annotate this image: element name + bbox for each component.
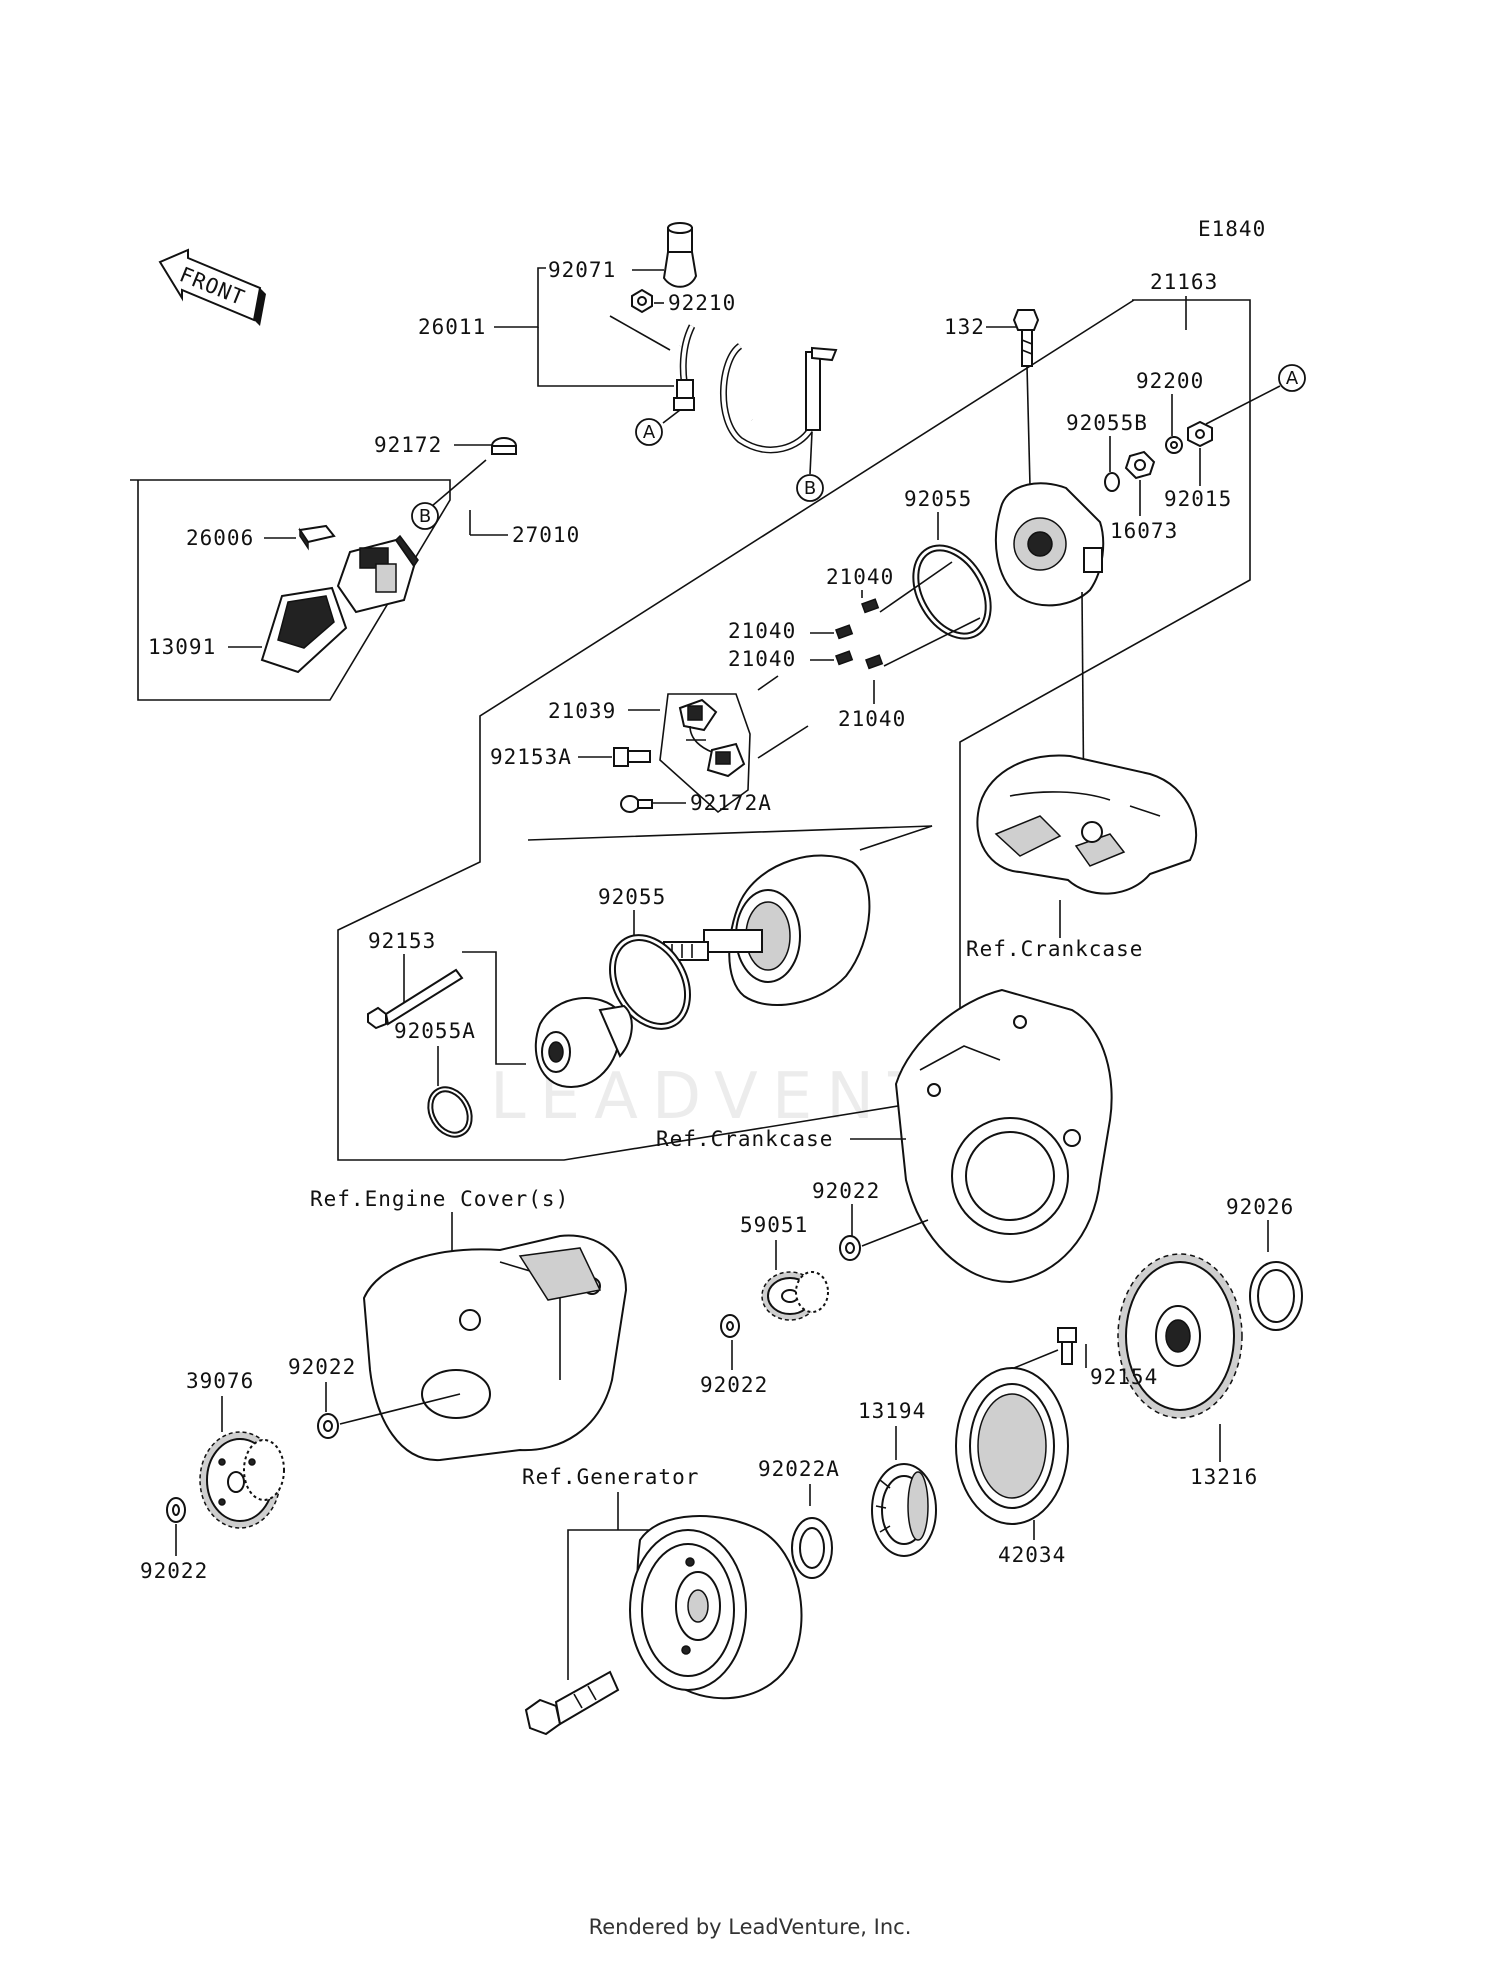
label-21040-c: 21040 xyxy=(728,647,796,671)
terminal-boot-92071 xyxy=(662,222,698,288)
callout-a-cap: A xyxy=(1205,364,1306,425)
label-92172: 92172 xyxy=(374,433,442,457)
nut-16073 xyxy=(1124,450,1156,480)
ref-crankcase-upper: Ref.Crankcase xyxy=(966,937,1143,961)
o-ring-92055-mid xyxy=(609,934,691,1030)
crankcase-lower-ref xyxy=(894,988,1113,1284)
label-92055-mid: 92055 xyxy=(598,885,666,909)
ref-engine-cover: Ref.Engine Cover(s) xyxy=(310,1187,569,1211)
generator-rotor-ref xyxy=(629,1515,803,1700)
label-21039: 21039 xyxy=(548,699,616,723)
label-92172A: 92172A xyxy=(690,791,772,815)
o-ring-92055B xyxy=(1104,472,1120,492)
clutch-housing-42034 xyxy=(955,1367,1069,1525)
front-cover-housing xyxy=(534,997,633,1088)
one-way-clutch-13194 xyxy=(871,1463,937,1557)
svg-text:B: B xyxy=(419,506,431,527)
label-16073: 16073 xyxy=(1110,519,1178,543)
washer-92200 xyxy=(1165,436,1183,454)
label-21163: 21163 xyxy=(1150,270,1218,294)
engine-cover-ref xyxy=(362,1234,628,1462)
washer-92022-c xyxy=(317,1413,339,1439)
screw-92153A xyxy=(613,747,651,767)
label-92055B: 92055B xyxy=(1066,411,1148,435)
svg-text:B: B xyxy=(804,478,816,499)
label-13194: 13194 xyxy=(858,1399,926,1423)
label-92026: 92026 xyxy=(1226,1195,1294,1219)
label-92200: 92200 xyxy=(1136,369,1204,393)
label-92071: 92071 xyxy=(548,258,616,282)
label-21040-b: 21040 xyxy=(728,619,796,643)
washer-92022A xyxy=(791,1517,833,1579)
callout-b-wire: B xyxy=(796,431,824,502)
label-27010: 27010 xyxy=(512,523,580,547)
o-ring-92055A xyxy=(427,1086,473,1138)
bolt-92154 xyxy=(1057,1327,1077,1365)
starter-group-outline xyxy=(337,299,1251,1161)
fuse-26006 xyxy=(298,524,336,551)
svg-text:A: A xyxy=(643,422,656,443)
label-21040-d: 21040 xyxy=(838,707,906,731)
label-92153A: 92153A xyxy=(490,745,572,769)
label-26006: 26006 xyxy=(186,526,254,550)
front-arrow-icon: FRONT xyxy=(158,248,266,326)
o-ring-92055-top xyxy=(912,544,992,640)
bolt-132 xyxy=(1012,309,1040,367)
nut-92210 xyxy=(631,288,653,314)
label-92153: 92153 xyxy=(368,929,436,953)
starter-gear-13216 xyxy=(1117,1253,1243,1419)
washer-92022-b xyxy=(720,1314,740,1338)
screw-92172 xyxy=(491,437,517,455)
end-cover-21163 xyxy=(994,482,1105,607)
label-42034: 42034 xyxy=(998,1543,1066,1567)
label-13216: 13216 xyxy=(1190,1465,1258,1489)
label-92055A: 92055A xyxy=(394,1019,476,1043)
label-21040-a: 21040 xyxy=(826,565,894,589)
brush-holder-21039 xyxy=(678,698,746,778)
callout-b-relay: B xyxy=(411,459,487,530)
label-59051: 59051 xyxy=(740,1213,808,1237)
nut-92015 xyxy=(1187,420,1213,448)
oil-seal-92026 xyxy=(1249,1261,1303,1331)
label-39076: 39076 xyxy=(186,1369,254,1393)
diagram-code: E1840 xyxy=(1198,217,1266,241)
label-132: 132 xyxy=(944,315,985,339)
idler-gear-59051 xyxy=(761,1271,829,1321)
starter-cable xyxy=(673,324,838,454)
crankcase-upper-ref xyxy=(976,754,1198,895)
washer-92022-a xyxy=(839,1235,861,1261)
yoke-assembly xyxy=(663,854,871,1007)
label-92022-d: 92022 xyxy=(140,1559,208,1583)
rotor-bolt xyxy=(524,1670,620,1736)
gear-39076 xyxy=(199,1431,285,1529)
through-bolt-92153 xyxy=(367,968,464,1030)
washer-92022-d xyxy=(166,1497,186,1523)
label-92022-b: 92022 xyxy=(700,1373,768,1397)
label-92022-c: 92022 xyxy=(288,1355,356,1379)
label-26011: 26011 xyxy=(418,315,486,339)
ref-generator: Ref.Generator xyxy=(522,1465,699,1489)
label-92154: 92154 xyxy=(1090,1365,1158,1389)
callout-a-wire: A xyxy=(635,409,681,446)
label-92055-top: 92055 xyxy=(904,487,972,511)
screw-92172A xyxy=(620,795,653,813)
label-92022A: 92022A xyxy=(758,1457,840,1481)
label-92022-a: 92022 xyxy=(812,1179,880,1203)
label-13091: 13091 xyxy=(148,635,216,659)
ref-crankcase-lower: Ref.Crankcase xyxy=(656,1127,833,1151)
label-92015: 92015 xyxy=(1164,487,1232,511)
relay-case-13091 xyxy=(260,586,348,674)
footer-credit: Rendered by LeadVenture, Inc. xyxy=(588,1915,912,1939)
svg-text:A: A xyxy=(1286,368,1299,389)
label-92210: 92210 xyxy=(668,291,736,315)
starter-relay-27010 xyxy=(336,534,419,614)
brush-springs-21040 xyxy=(835,598,884,670)
